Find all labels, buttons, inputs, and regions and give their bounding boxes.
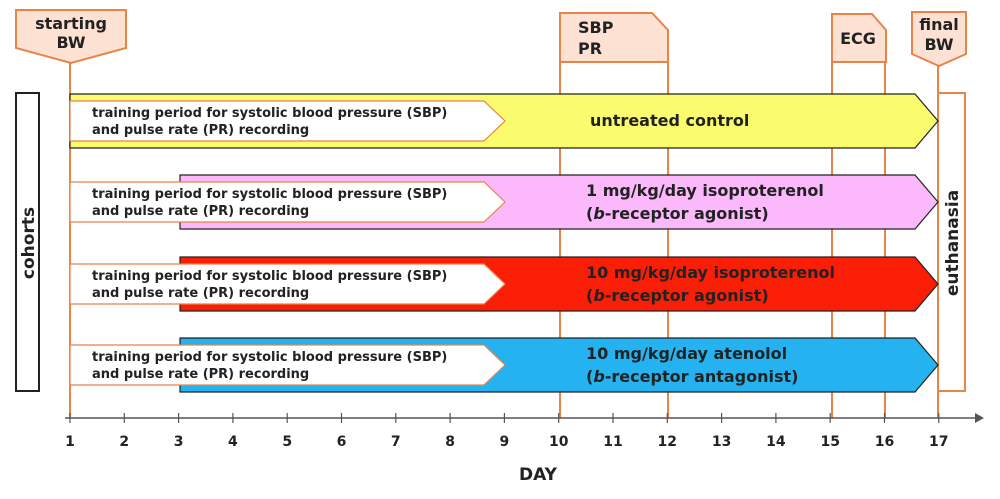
cohort-label-isoproterenol-10mg-line-1: 10 mg/kg/day isoproterenol xyxy=(586,263,835,282)
cohort-label-isoproterenol-1mg-line-2: (b-receptor agonist) xyxy=(586,204,769,223)
training-arrow-untreated-control xyxy=(69,100,506,142)
training-text-line-2: and pulse rate (PR) recording xyxy=(92,204,309,219)
day-tick-label: 7 xyxy=(391,434,401,450)
day-tick-label: 17 xyxy=(929,434,948,450)
cohort-label-isoproterenol-1mg-line-1: 1 mg/kg/day isoproterenol xyxy=(586,181,824,200)
day-axis-arrowhead xyxy=(975,413,984,423)
day-tick-label: 14 xyxy=(766,434,786,450)
cohort-label-untreated-control: untreated control xyxy=(590,111,749,130)
cohort-row-isoproterenol-1mg: training period for systolic blood press… xyxy=(69,174,939,230)
euthanasia-box: euthanasia xyxy=(937,92,966,392)
training-text-line-2: and pulse rate (PR) recording xyxy=(92,286,309,301)
cohorts-label: cohorts xyxy=(19,207,39,279)
training-arrow-isoproterenol-10mg xyxy=(69,263,506,305)
day-tick-label: 16 xyxy=(875,434,894,450)
marker-ecg-label: ECG xyxy=(840,29,876,48)
day-tick-label: 4 xyxy=(228,434,238,450)
training-text-line-2: and pulse rate (PR) recording xyxy=(92,123,309,138)
day-tick-label: 11 xyxy=(603,434,622,450)
day-tick-label: 1 xyxy=(65,434,75,450)
marker-sbp-label: SBP xyxy=(578,18,614,37)
marker-final-bw-line-1: final xyxy=(919,15,959,34)
day-tick-label: 10 xyxy=(549,434,569,450)
day-tick-label: 13 xyxy=(712,434,731,450)
cohort-row-isoproterenol-10mg: training period for systolic blood press… xyxy=(69,256,939,312)
marker-starting-bw: starting BW xyxy=(15,9,127,65)
day-tick-label: 8 xyxy=(445,434,455,450)
day-tick-label: 5 xyxy=(282,434,292,450)
training-arrow-atenolol-10mg xyxy=(69,344,506,386)
day-tick-label: 15 xyxy=(820,434,839,450)
marker-sbp-pr: SBP PR xyxy=(559,12,669,63)
training-text-line-2: and pulse rate (PR) recording xyxy=(92,367,309,382)
marker-pr-label: PR xyxy=(578,39,602,58)
day-tick-label: 9 xyxy=(500,434,510,450)
cohort-label-isoproterenol-10mg-line-2: (b-receptor agonist) xyxy=(586,286,769,305)
day-tick-label: 6 xyxy=(337,434,347,450)
day-axis-title: DAY xyxy=(519,465,558,485)
training-text-line-1: training period for systolic blood press… xyxy=(92,269,447,284)
marker-starting-bw-line-2: BW xyxy=(57,33,86,52)
cohort-row-untreated-control: training period for systolic blood press… xyxy=(69,93,939,149)
cohort-row-atenolol-10mg: training period for systolic blood press… xyxy=(69,337,939,393)
training-text-line-1: training period for systolic blood press… xyxy=(92,350,447,365)
marker-final-bw: final BW xyxy=(911,11,967,68)
cohort-label-atenolol-10mg-line-2: (b-receptor antagonist) xyxy=(586,367,798,386)
marker-final-bw-line-2: BW xyxy=(925,35,954,54)
euthanasia-label: euthanasia xyxy=(943,190,963,296)
training-arrow-isoproterenol-1mg xyxy=(69,181,506,223)
day-tick-label: 2 xyxy=(119,434,129,450)
training-text-line-1: training period for systolic blood press… xyxy=(92,106,447,121)
marker-ecg: ECG xyxy=(831,13,887,63)
day-tick-label: 12 xyxy=(658,434,677,450)
training-text-line-1: training period for systolic blood press… xyxy=(92,187,447,202)
cohorts-box: cohorts xyxy=(15,92,40,392)
day-tick-label: 3 xyxy=(174,434,184,450)
marker-starting-bw-line-1: starting xyxy=(35,14,107,33)
cohort-label-atenolol-10mg-line-1: 10 mg/kg/day atenolol xyxy=(586,344,787,363)
